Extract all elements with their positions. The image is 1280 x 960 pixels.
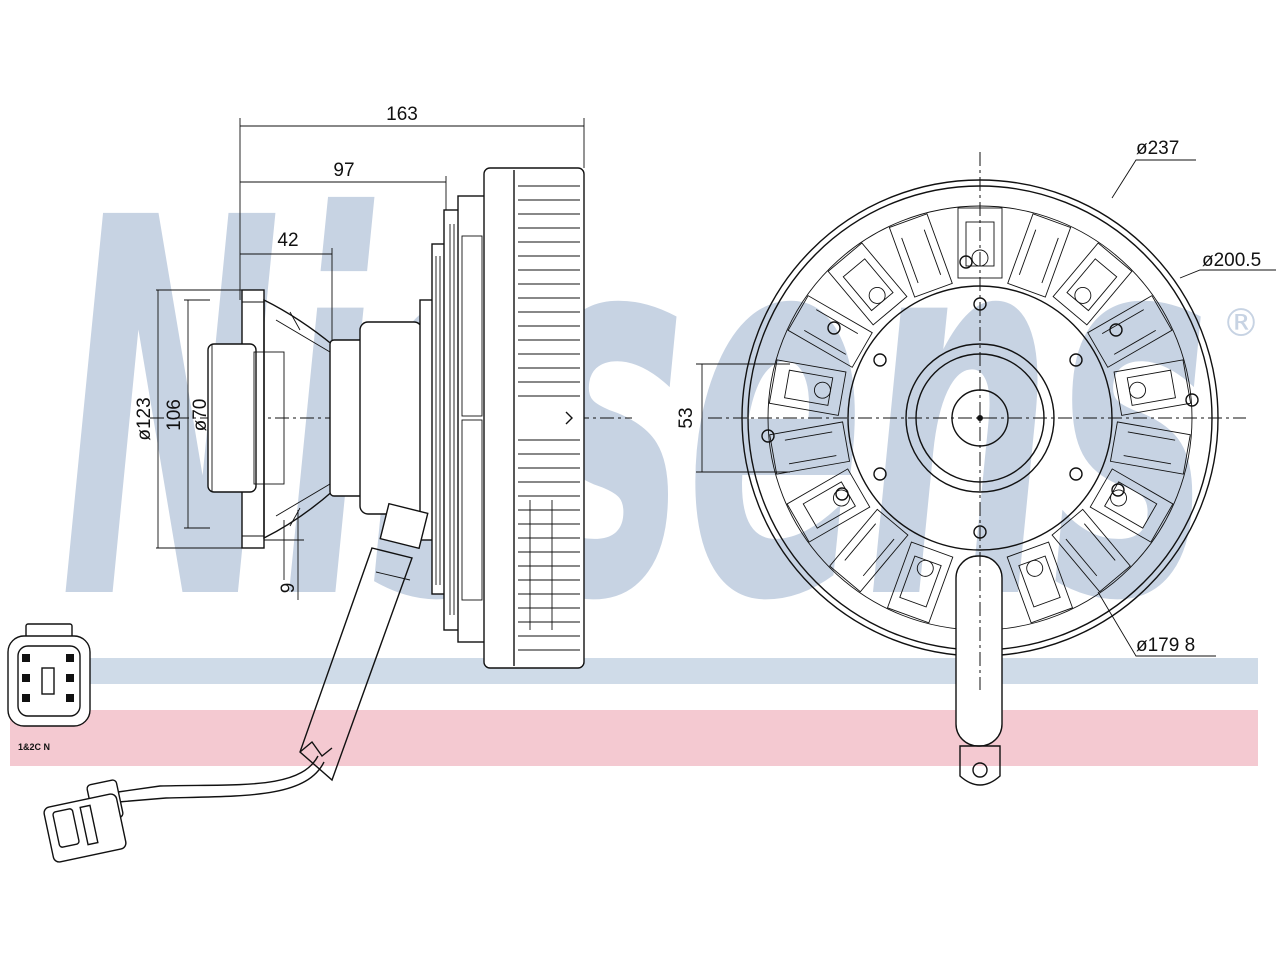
watermark: Nissens ® [10,109,1260,766]
dim-dia-123: ø123 [134,397,155,440]
dim-overall-length: 163 [386,104,418,125]
watermark-registered-mark: ® [1222,301,1260,345]
watermark-band-red [10,710,1258,766]
connector-key [41,667,55,695]
wire-1 [117,755,319,793]
dim-dia-106: 106 [164,399,185,431]
dim-length-97: 97 [333,160,354,181]
connector-plug [43,779,127,863]
dim-length-42: 42 [277,230,298,251]
housing-fins [518,185,580,651]
vent-mark [565,411,573,425]
dim-height-53: 53 [676,407,697,428]
dim-dia-70: ø70 [190,399,211,432]
hub-body [359,321,423,515]
dim-dia-179-8: ø179 8 [1136,635,1195,656]
side-view [117,167,585,803]
pilot-boss [207,343,257,493]
cable-sleeve [299,547,413,782]
dim-width-9: 9 [278,583,299,594]
fin-segments [768,207,1192,624]
front-view [708,152,1246,786]
side-view-dimensions: 163 97 42 ø123 106 ø70 9 [134,104,585,600]
dim-dia-200-5: ø200.5 [1202,250,1261,271]
connector-face: 1&2C N [7,623,91,752]
connector-label: 1&2C N [18,742,50,752]
wire-2 [117,761,325,803]
front-view-dimensions: 53 ø237 ø200.5 ø179 8 [676,138,1276,657]
finned-housing [483,167,585,669]
front-cable-sleeve [955,555,1003,747]
cable-gland [379,502,429,550]
dim-dia-237: ø237 [1136,138,1179,159]
watermark-band-blue [10,658,1258,684]
